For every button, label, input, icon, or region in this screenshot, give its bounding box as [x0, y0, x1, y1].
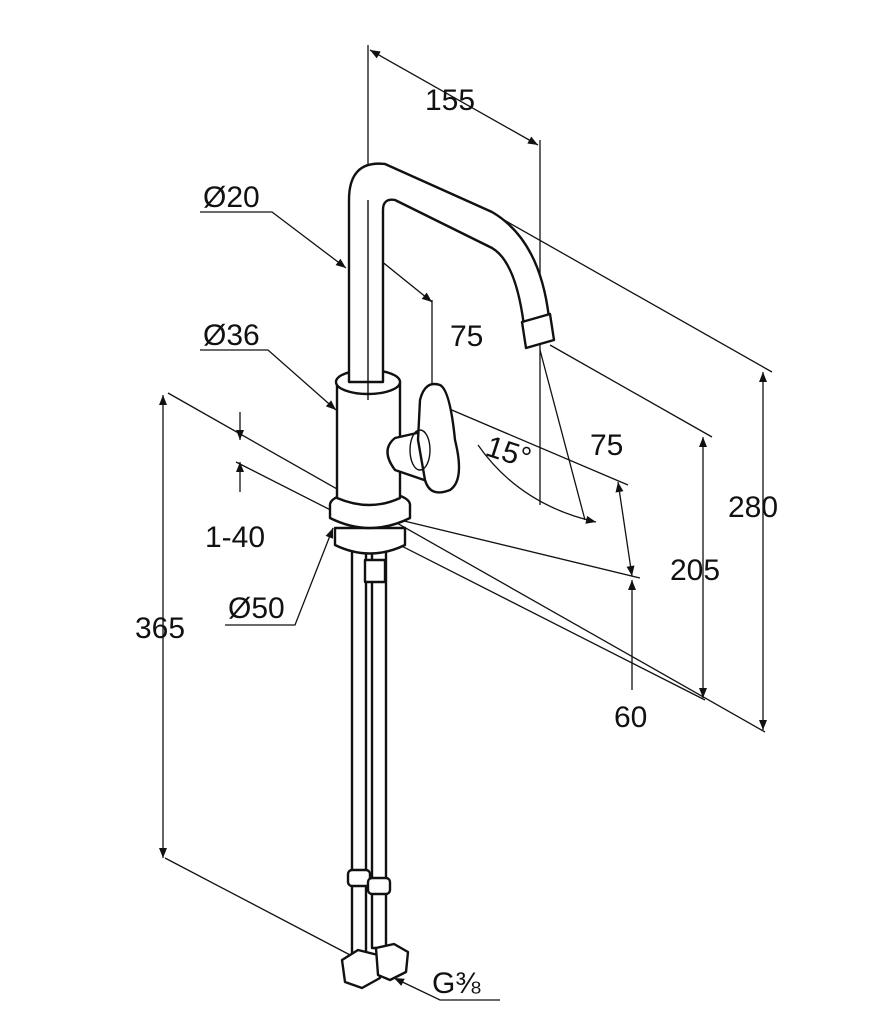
dim-body-diameter: Ø36	[203, 319, 260, 352]
hose-nut-left	[340, 948, 382, 990]
faucet	[328, 162, 556, 990]
hose-nut-right	[374, 942, 410, 982]
dim-mount-thickness: 1-40	[205, 521, 265, 554]
hose-left	[350, 546, 368, 955]
dim-base-height: 60	[614, 701, 647, 734]
dim-base-diameter: Ø50	[228, 592, 285, 625]
faucet-body	[335, 380, 402, 507]
dim-spout-reach: 155	[425, 84, 475, 117]
lever-handle	[416, 382, 461, 494]
dim-connection-thread: G⅜	[432, 967, 481, 1000]
dimension-lines	[159, 45, 773, 1001]
spout	[347, 162, 551, 384]
dim-lever-angle: 15°	[482, 430, 535, 475]
dim-overall-height: 280	[728, 491, 778, 524]
dim-spout-offset: 75	[450, 320, 483, 353]
dim-spout-diameter: Ø20	[203, 181, 260, 214]
dim-hose-length: 365	[135, 612, 185, 645]
dim-outlet-height: 205	[670, 554, 720, 587]
spout-outlet	[520, 312, 556, 350]
dim-lever-offset: 75	[590, 429, 623, 462]
